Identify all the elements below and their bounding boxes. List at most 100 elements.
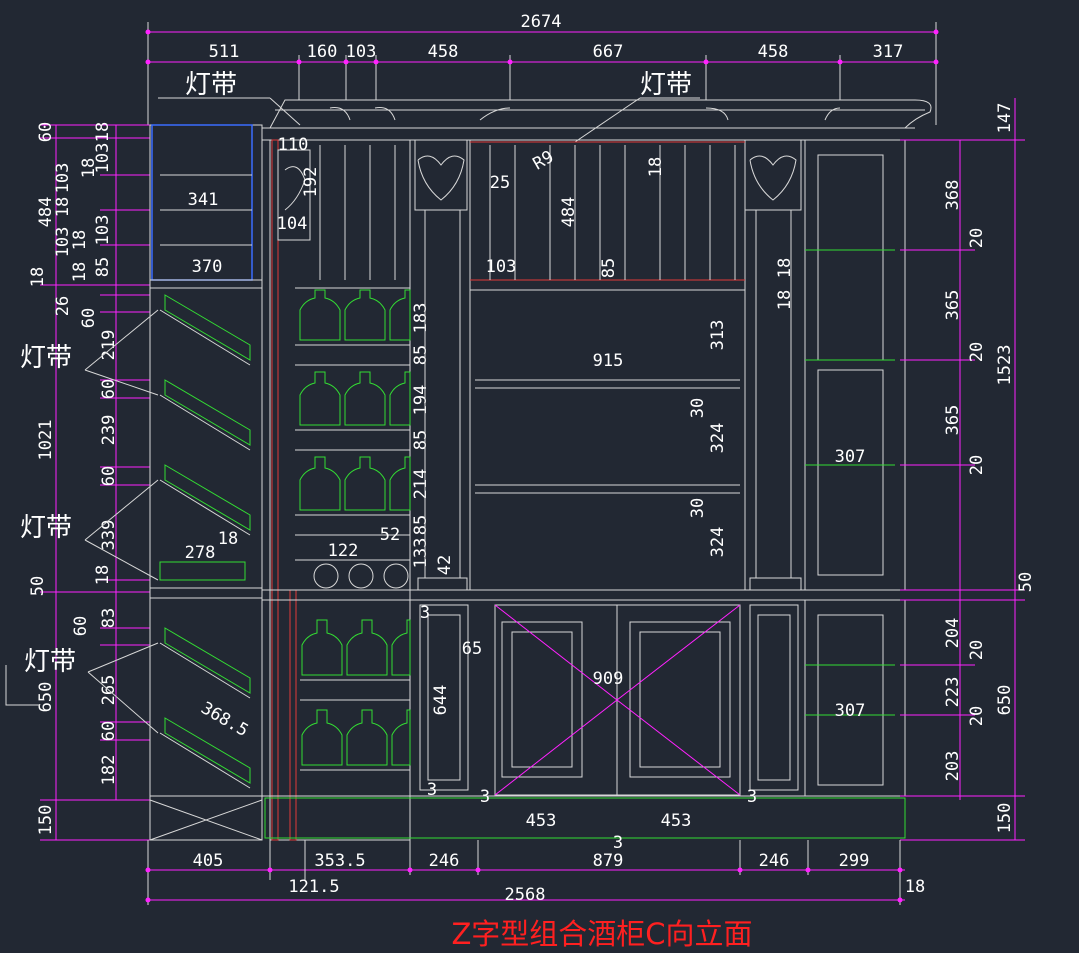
dim-top-2: 160 [307, 42, 338, 62]
dim-right-365-a: 365 [943, 290, 963, 321]
dim-left-i0: 18 [93, 122, 113, 142]
dim-133: 133 [411, 538, 431, 569]
dim-307-a: 307 [835, 447, 866, 467]
dim-left-m1: 18 [70, 262, 90, 282]
dim-bottom-405: 405 [193, 851, 224, 871]
dim-bottom-total: 2568 [505, 885, 546, 905]
label-light-strip-left-3: 灯带 [24, 647, 76, 677]
dim-915: 915 [593, 351, 624, 371]
dim-bottom-246-b: 246 [759, 851, 790, 871]
dim-85-a: 85 [411, 345, 431, 365]
bottom-dimension-chain: 405 353.5 246 879 246 299 121.5 18 2568 [145, 840, 925, 905]
dim-right-150: 150 [995, 803, 1015, 834]
dim-left-i19: 60 [99, 721, 119, 741]
dim-bottom-353-5: 353.5 [314, 851, 365, 871]
dim-bottom-246-a: 246 [429, 851, 460, 871]
dim-313: 313 [708, 320, 728, 351]
dim-307-b: 307 [835, 701, 866, 721]
dim-right-204: 204 [943, 618, 963, 649]
dim-left-i13: 60 [99, 466, 119, 486]
centre-upper: 25 R9 484 18 103 85 18 18 [319, 139, 795, 310]
dim-top-5: 667 [593, 42, 624, 62]
label-light-strip-top-middle: 灯带 [640, 70, 692, 100]
dim-right-20-a: 20 [967, 228, 987, 248]
dim-85-b: 85 [411, 430, 431, 450]
label-light-strip-left-2: 灯带 [20, 513, 72, 543]
dim-left-60: 60 [36, 122, 56, 142]
label-light-strip-top-left: 灯带 [185, 70, 237, 100]
right-cabinet: 307 307 [804, 139, 906, 797]
dim-left-m0: 103 [53, 227, 73, 258]
dim-3-e: 3 [747, 787, 757, 807]
dim-right-20-e: 20 [967, 706, 987, 726]
dim-left-i4: 18 [53, 197, 73, 217]
dim-left-i12: 239 [99, 415, 119, 446]
dim-r9: R9 [530, 147, 558, 175]
dim-top-total: 2674 [521, 12, 562, 32]
bottle-rack: 110 192 104 183 85 194 85 214 85 133 42 … [262, 135, 470, 841]
dim-left-i16: 83 [99, 608, 119, 628]
dim-left-i7: 85 [93, 257, 113, 277]
dim-3-a: 3 [420, 603, 430, 623]
dim-30-a: 30 [688, 398, 708, 418]
label-light-strip-left-1: 灯带 [20, 343, 72, 373]
dim-right-368: 368 [943, 180, 963, 211]
dim-top-6: 458 [758, 42, 789, 62]
right-dimensions: 368 20 365 20 365 20 204 20 223 20 203 1… [900, 98, 1036, 841]
dim-right-650: 650 [995, 685, 1015, 716]
dim-484-centre: 484 [559, 197, 579, 228]
dim-18-r2: 18 [775, 290, 795, 310]
dim-right-20-c: 20 [967, 455, 987, 475]
dim-left-i3: 103 [53, 163, 73, 194]
dim-right-203: 203 [943, 751, 963, 782]
dim-bottom-121-5: 121.5 [288, 877, 339, 897]
left-cabinet: 341 370 278 18 368.5 [149, 124, 263, 841]
dim-right-1523: 1523 [995, 345, 1015, 386]
dim-left-1021: 1021 [36, 420, 56, 461]
dim-18-left: 18 [218, 529, 238, 549]
dim-right-20-d: 20 [967, 640, 987, 660]
dim-368-5: 368.5 [197, 698, 251, 741]
dim-324-b: 324 [708, 527, 728, 558]
dim-left-484: 484 [36, 197, 56, 228]
dim-left-i1: 103 [93, 143, 113, 174]
dim-top-7: 317 [873, 42, 904, 62]
dim-104: 104 [277, 214, 308, 234]
dim-left-i9: 60 [79, 308, 99, 328]
dim-42: 42 [435, 555, 455, 575]
dim-341: 341 [188, 190, 219, 210]
dim-30-b: 30 [688, 498, 708, 518]
dim-644: 644 [431, 685, 451, 716]
dim-left-50: 50 [28, 576, 48, 596]
dim-370: 370 [192, 257, 223, 277]
dim-right-50: 50 [1016, 572, 1036, 592]
dim-103-centre: 103 [486, 257, 517, 277]
lower-cabinet: 3 65 644 909 3 3 453 453 3 3 [150, 589, 910, 853]
dim-278: 278 [185, 543, 216, 563]
dim-top-3: 103 [346, 42, 377, 62]
dim-left-i14: 339 [99, 520, 119, 551]
dim-left-i20: 182 [99, 755, 119, 786]
dim-194: 194 [411, 385, 431, 416]
dim-right-147: 147 [995, 103, 1015, 134]
dim-left-18: 18 [28, 267, 48, 287]
dim-left-i11: 60 [99, 379, 119, 399]
dim-65: 65 [462, 639, 482, 659]
dim-left-i17: 60 [71, 616, 91, 636]
dim-3-d: 3 [613, 833, 623, 853]
dim-25: 25 [490, 173, 510, 193]
dim-324-a: 324 [708, 423, 728, 454]
dim-453-b: 453 [661, 811, 692, 831]
drawing-title: Z字型组合酒柜C向立面 [451, 917, 752, 951]
dim-right-20-b: 20 [967, 342, 987, 362]
dim-bottom-879: 879 [593, 851, 624, 871]
dim-183: 183 [411, 303, 431, 334]
dim-214: 214 [411, 469, 431, 500]
dim-3-c: 3 [480, 787, 490, 807]
dim-left-150: 150 [36, 805, 56, 836]
top-dimension-chain: 2674 511 160 103 458 667 458 317 [145, 12, 939, 125]
dim-85-c: 85 [411, 515, 431, 535]
dim-453-a: 453 [526, 811, 557, 831]
dim-192: 192 [301, 167, 321, 198]
